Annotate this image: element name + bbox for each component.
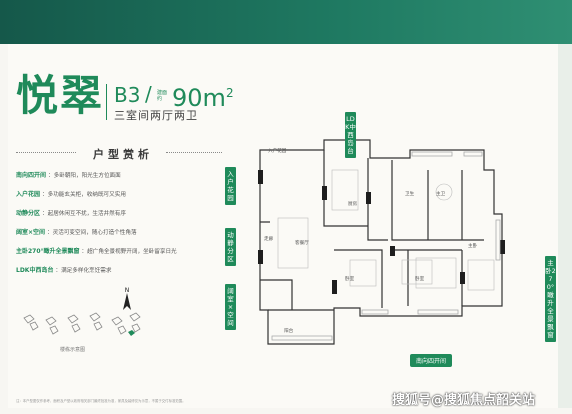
feature-item: 主卧270°瞰升全景飘窗：超广角全景视野开阔，坐卧留享日光 xyxy=(16,248,230,267)
compass-icon: N xyxy=(123,287,131,310)
area-tag-line2: 约 xyxy=(157,96,163,102)
room-kitchen: 厨房 xyxy=(348,202,358,207)
section-dots-right xyxy=(166,152,222,153)
floor-plan xyxy=(258,139,505,345)
watermark: 搜狐号@搜狐焦点韶关站 xyxy=(392,393,536,408)
area-number: 90 xyxy=(172,84,203,112)
label-master-window: 主卧270°瞰升全景飘窗 xyxy=(545,256,556,342)
building-thumbnails xyxy=(23,312,141,336)
room-bedroom2: 卧室 xyxy=(415,277,425,282)
label-entry-garden: 入户花园 xyxy=(225,167,236,205)
feature-key: 动静分区 xyxy=(16,210,41,217)
feature-list: 南向四开间：多卧朝阳，阳光生方位面面 入户花园：多功能玄关柜，收纳既可又实用 动… xyxy=(16,172,230,286)
feature-item: 南向四开间：多卧朝阳，阳光生方位面面 xyxy=(16,172,230,191)
room-bath2: 主卫 xyxy=(436,192,446,197)
feature-key: 阔室×空间 xyxy=(16,229,46,236)
project-name: 悦翠 xyxy=(16,71,105,120)
sheet-edge xyxy=(558,44,572,408)
area-unit: m xyxy=(202,84,226,112)
compass-letter: N xyxy=(125,287,130,294)
feature-text: ：多卧朝阳，阳光生方位面面 xyxy=(48,173,121,179)
title-divider xyxy=(106,84,107,120)
room-dining-living: 客餐厅 xyxy=(295,241,309,246)
area-value: 90m2 xyxy=(172,80,234,111)
area-tag: 建面 约 xyxy=(157,90,169,102)
feature-item: 阔室×空间：灵活可变空间，随心打造个性角落 xyxy=(16,229,230,248)
feature-text: ：超广角全景视野开阔，坐卧留享日光 xyxy=(81,249,177,255)
footer-disclaimer: 注：本户型图仅作参考，面积及户型以政府相关部门最终批准为准，家具及装修仅为示意，… xyxy=(16,399,186,403)
feature-key: LDK中西岛台 xyxy=(16,267,54,274)
area-exponent: 2 xyxy=(225,86,234,100)
room-master: 主卧 xyxy=(468,244,478,249)
title-slash: / xyxy=(145,82,152,106)
feature-key: 南向四开间 xyxy=(16,172,47,179)
feature-text: ：灵活可变空间，随心打造个性角落 xyxy=(47,230,137,236)
label-flex-space: 阔室×空间 xyxy=(225,284,236,330)
feature-text: ：起居休闲互不扰，生活井然有序 xyxy=(42,211,126,217)
label-ldk-island: LDK中西岛台 xyxy=(345,112,356,158)
unit-type: B3 xyxy=(114,83,141,107)
feature-item: 动静分区：起居休闲互不扰，生活井然有序 xyxy=(16,210,230,229)
label-south-four: 南向四开间 xyxy=(410,354,453,367)
room-corridor: 走廊 xyxy=(264,237,274,242)
feature-key: 入户花园 xyxy=(16,191,41,198)
layout-description: 三室间两厅两卫 xyxy=(114,109,198,122)
feature-text: ：满足多样化烹饪需求 xyxy=(55,268,112,274)
feature-item: LDK中西岛台：满足多样化烹饪需求 xyxy=(16,267,230,286)
room-balcony: 阳台 xyxy=(284,329,294,334)
area-tag-line1: 建面 xyxy=(157,90,168,96)
section-title: 户型赏析 xyxy=(16,146,226,161)
room-bedroom1: 卧室 xyxy=(345,277,355,282)
feature-key: 主卧270°瞰升全景飘窗 xyxy=(16,248,80,255)
thumbnail-caption: 楼栋示意图 xyxy=(60,347,86,353)
room-entry: 入户花园 xyxy=(268,149,287,154)
section-dots-left xyxy=(16,152,76,153)
feature-text: ：多功能玄关柜，收纳既可又实用 xyxy=(42,192,126,198)
brochure-sheet xyxy=(8,44,566,408)
section-label: 户型赏析 xyxy=(93,148,153,161)
feature-item: 入户花园：多功能玄关柜，收纳既可又实用 xyxy=(16,191,230,210)
room-bath1: 卫生 xyxy=(405,192,415,197)
label-zoning: 动静分区 xyxy=(225,228,236,266)
top-band xyxy=(0,0,572,44)
